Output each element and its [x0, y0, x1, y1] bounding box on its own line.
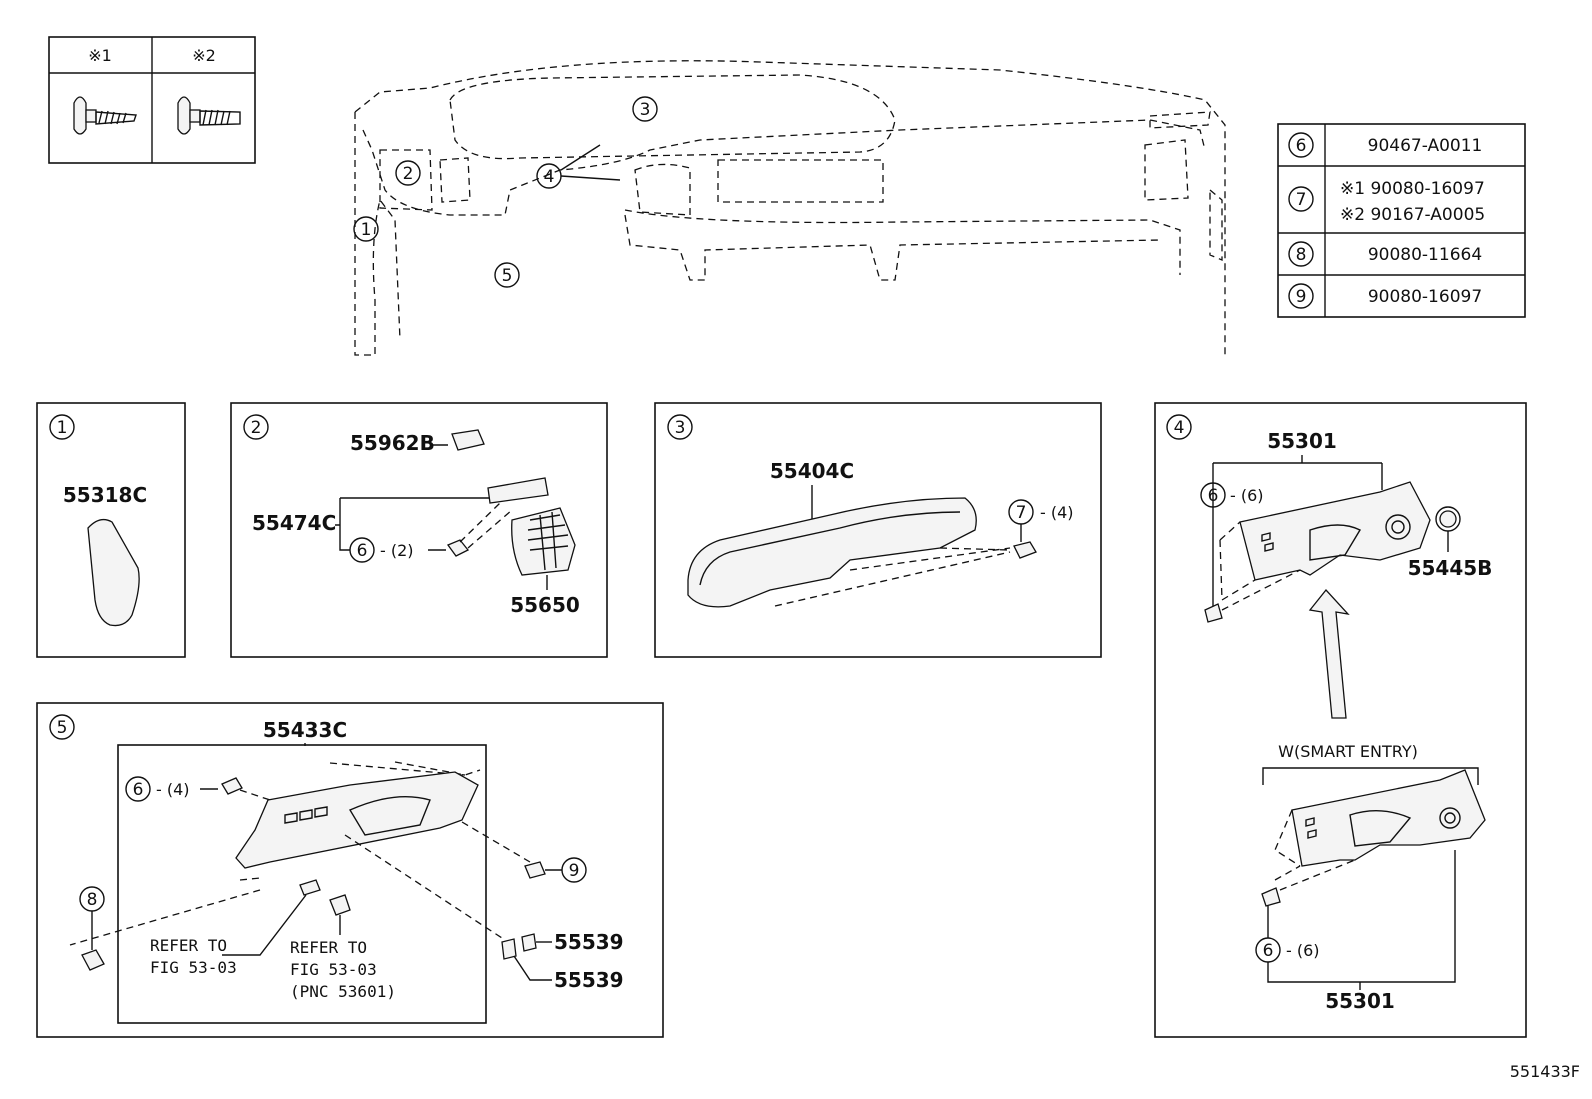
panel-2-number: 2 — [251, 418, 262, 438]
refer-1-line-2: FIG 53-03 — [150, 958, 237, 977]
table-part-7a: ※1 90080-16097 — [1340, 179, 1485, 199]
refer-2-line-3: (PNC 53601) — [290, 982, 396, 1001]
parts-number-table: 6 90467-A0011 7 ※1 90080-16097 ※2 90167-… — [1277, 123, 1526, 318]
legend-col2-label: ※2 — [192, 46, 216, 65]
panel-4-clip-qty-bottom: - (6) — [1286, 941, 1320, 960]
air-vent-part — [511, 507, 576, 576]
panel-5-number: 5 — [57, 718, 68, 738]
panel-4: 4 55301 6 - (6) 55445B W(SMART ENTRY) 6 … — [1154, 402, 1527, 1038]
table-part-9: 90080-16097 — [1368, 287, 1482, 307]
pad-lower-part — [501, 938, 517, 960]
callout-5: 5 — [502, 266, 513, 286]
clip-refer-1-part — [299, 879, 321, 896]
screw-8-part — [81, 949, 105, 971]
panel-4-clip-ref-bottom: 6 — [1263, 941, 1274, 961]
table-part-6: 90467-A0011 — [1368, 136, 1483, 156]
panel-3-screw-ref: 7 — [1016, 503, 1027, 523]
panel-5: 5 55433C 6 - (4) 9 8 55539 55539 REFER T… — [36, 702, 664, 1038]
callout-3: 3 — [640, 100, 651, 120]
part-55539-upper-label: 55539 — [554, 930, 624, 954]
panel-4-clip-qty-top: - (6) — [1230, 486, 1264, 505]
panel-1: 1 55318C — [36, 402, 186, 658]
lower-panel-part — [1239, 481, 1431, 581]
panel-5-clip-qty: - (4) — [156, 780, 190, 799]
figure-id: 551433F — [1510, 1062, 1580, 1081]
panel-4-clip-ref-top: 6 — [1208, 486, 1219, 506]
lower-finish-panel-part — [235, 771, 479, 869]
screw-type-2-icon — [177, 96, 241, 135]
clip-refer-2-part — [329, 894, 351, 916]
pad-upper-part — [521, 933, 537, 952]
part-55433C-label: 55433C — [263, 718, 347, 742]
table-ref-9: 9 — [1296, 287, 1307, 307]
refer-2-line-1: REFER TO — [290, 938, 367, 957]
clip-6-top-part — [1204, 603, 1223, 623]
panel-4-number: 4 — [1174, 418, 1185, 438]
callout-1: 1 — [361, 220, 372, 240]
table-ref-7: 7 — [1296, 190, 1307, 210]
lower-panel-smart-entry-part — [1291, 769, 1486, 867]
clip-6-part — [221, 777, 243, 795]
table-ref-8: 8 — [1296, 245, 1307, 265]
part-55445B-label: 55445B — [1408, 556, 1493, 580]
up-arrow-icon — [1308, 589, 1350, 719]
panel-5-screw-ref: 8 — [87, 890, 98, 910]
overview-callouts: 1 2 3 4 5 — [353, 96, 658, 288]
part-55318C-label: 55318C — [63, 483, 147, 507]
part-55404C-label: 55404C — [770, 459, 854, 483]
panel-2-clip-ref: 6 — [357, 541, 368, 561]
smart-entry-label: W(SMART ENTRY) — [1278, 742, 1418, 761]
refer-1-line-1: REFER TO — [150, 936, 227, 955]
bolt-9-part — [524, 861, 546, 879]
part-55301-bottom-label: 55301 — [1325, 989, 1395, 1013]
legend-col1-label: ※1 — [88, 46, 112, 65]
screw-7-part — [1013, 541, 1037, 559]
callout-2: 2 — [403, 164, 414, 184]
side-cover-part — [87, 518, 140, 627]
part-55650-label: 55650 — [510, 593, 580, 617]
clip-6-bottom-part — [1261, 887, 1281, 907]
screw-type-1-icon — [73, 96, 137, 135]
dashboard-overview — [354, 60, 1226, 356]
part-55474C-label: 55474C — [252, 511, 336, 535]
panel-5-clip-ref: 6 — [133, 780, 144, 800]
screw-legend: ※1 ※2 — [48, 36, 256, 164]
switch-part — [451, 429, 485, 451]
switch-ring-part — [1439, 510, 1457, 528]
trim-strip-part — [487, 477, 549, 504]
callout-4: 4 — [544, 167, 555, 187]
panel-1-number: 1 — [57, 418, 68, 438]
panel-5-bolt-ref: 9 — [569, 861, 580, 881]
part-55539-lower-label: 55539 — [554, 968, 624, 992]
table-ref-6: 6 — [1296, 136, 1307, 156]
refer-2-line-2: FIG 53-03 — [290, 960, 377, 979]
clip-part — [446, 539, 470, 557]
panel-3-number: 3 — [675, 418, 686, 438]
table-part-7b: ※2 90167-A0005 — [1340, 205, 1485, 225]
part-55962B-label: 55962B — [350, 431, 435, 455]
part-55301-top-label: 55301 — [1267, 429, 1337, 453]
panel-3-screw-qty: - (4) — [1040, 503, 1074, 522]
panel-2-clip-qty: - (2) — [380, 541, 414, 560]
panel-2: 2 55962B 55474C 6 - (2) 55650 — [230, 402, 608, 658]
table-part-8: 90080-11664 — [1368, 245, 1482, 265]
meter-hood-part — [687, 497, 977, 608]
panel-3: 3 55404C 7 - (4) — [654, 402, 1102, 658]
